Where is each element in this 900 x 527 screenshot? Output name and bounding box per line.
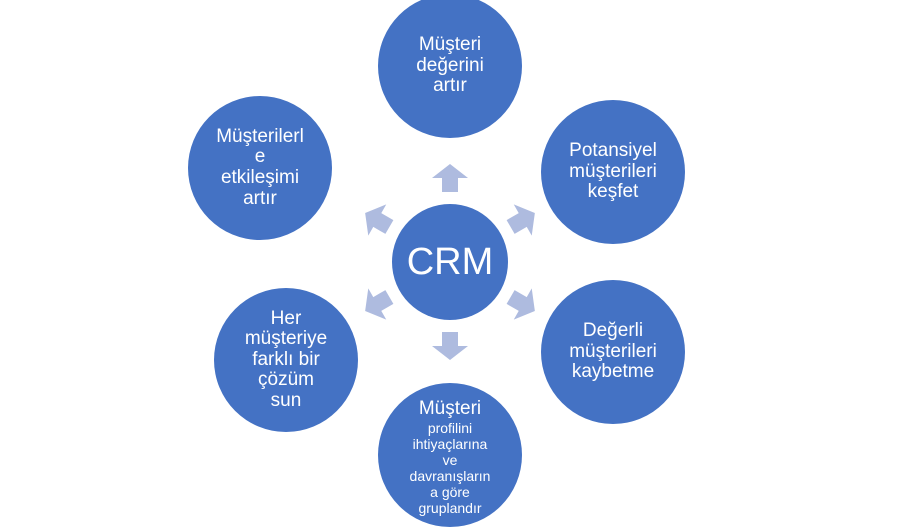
node-upper-right-line: müşterileri [569, 160, 657, 182]
arrow-lower-left-icon [365, 288, 394, 320]
node-lower-left-line: müşteriye [244, 328, 328, 350]
node-bottom-line: profilini [427, 419, 473, 436]
arrow-upper-left-icon [365, 204, 394, 236]
node-lower-left-line: farklı bir [252, 348, 320, 370]
node-top: Müşteri değerini artır [378, 0, 522, 138]
node-upper-left: Müşterilerl e etkileşimi artır [188, 96, 332, 240]
node-upper-left-line: artır [243, 187, 277, 209]
node-upper-right: Potansiyel müşterileri keşfet [541, 100, 685, 244]
node-lower-left-line: Her [270, 307, 302, 329]
arrow-upper-right-icon [506, 204, 535, 236]
node-upper-left-line: e [254, 146, 266, 168]
node-bottom-line: ihtiyaçlarına [412, 436, 488, 453]
node-lower-left: Her müşteriye farklı bir çözüm sun [214, 288, 358, 432]
node-lower-right: Değerli müşterileri kaybetme [541, 280, 685, 424]
node-upper-right-line: keşfet [587, 181, 639, 203]
node-lower-right-line: Değerli [582, 320, 644, 342]
node-top-line: değerini [416, 54, 484, 76]
arrow-lower-right-icon [506, 288, 535, 320]
node-bottom-line: ve [442, 452, 458, 469]
node-top-line: Müşteri [418, 34, 482, 56]
node-bottom-title: Müşteri [418, 398, 482, 420]
node-lower-right-line: kaybetme [571, 361, 655, 383]
node-bottom: Müşteri profilini ihtiyaçlarına ve davra… [378, 383, 522, 527]
node-upper-right-line: Potansiyel [569, 140, 657, 162]
center-node-crm: CRM [392, 204, 508, 320]
node-bottom-line: davranışların [409, 468, 491, 485]
node-lower-right-line: müşterileri [569, 340, 657, 362]
node-lower-left-line: çözüm [258, 369, 314, 391]
node-bottom-line: a göre [430, 484, 470, 501]
node-bottom-line: gruplandır [418, 500, 482, 517]
node-upper-left-line: etkileşimi [220, 167, 300, 188]
node-top-line: artır [433, 75, 467, 97]
node-lower-left-line: sun [270, 389, 302, 411]
arrow-up-icon [432, 164, 468, 192]
arrow-down-icon [432, 332, 468, 360]
center-label: CRM [406, 240, 494, 283]
node-upper-left-line: Müşterilerl [216, 125, 304, 147]
